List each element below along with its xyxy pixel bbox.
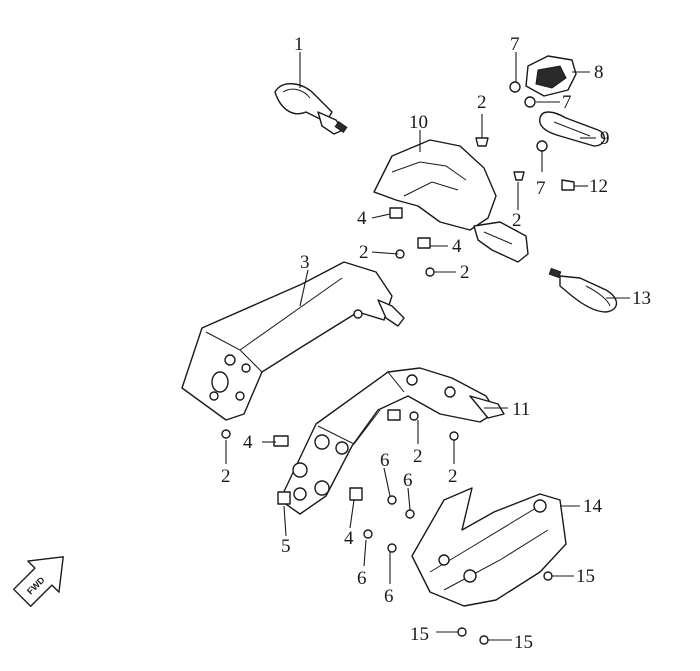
callout-12: 12: [589, 176, 608, 197]
callout-3: 3: [300, 252, 310, 273]
callout-2: 2: [448, 466, 458, 487]
callout-5: 5: [281, 536, 291, 557]
callout-4: 4: [452, 236, 462, 257]
callout-8: 8: [594, 62, 604, 83]
callout-10: 10: [409, 112, 428, 133]
callout-2: 2: [512, 210, 522, 231]
reflector: [539, 111, 605, 147]
callout-2: 2: [460, 262, 470, 283]
callout-13: 13: [632, 288, 651, 309]
callout-14: 14: [583, 496, 603, 517]
reflector-housing: [525, 55, 577, 97]
license-plate-bracket: [181, 261, 405, 421]
leader-lines: [225, 52, 630, 641]
callout-11: 11: [512, 399, 530, 420]
callout-6: 6: [403, 470, 413, 491]
callout-4: 4: [243, 432, 253, 453]
callout-9: 9: [600, 128, 610, 149]
callout-7: 7: [562, 92, 572, 113]
forward-direction-arrow: FWD: [13, 556, 64, 607]
callout-6: 6: [384, 586, 394, 607]
callout-4: 4: [344, 528, 354, 549]
callout-15: 15: [576, 566, 595, 587]
callout-2: 2: [359, 242, 369, 263]
callout-15: 15: [410, 624, 429, 645]
callout-4: 4: [357, 208, 367, 229]
callout-1: 1: [294, 34, 304, 55]
lower-rear-cover: [411, 487, 567, 607]
callout-2: 2: [221, 466, 231, 487]
callout-2: 2: [413, 446, 423, 467]
turn-signal-left: [274, 83, 348, 135]
callout-7: 7: [510, 34, 520, 55]
callout-7: 7: [536, 178, 546, 199]
callouts: 1 2 2 2 2 2 2 2 3 4 4 4 4 5 6 6 6 6 7 7 …: [221, 34, 651, 653]
turn-signal-right: [548, 267, 618, 313]
upper-fender-housing: [373, 139, 529, 263]
rear-fender-frame: [279, 367, 505, 515]
callout-6: 6: [357, 568, 367, 589]
callout-15: 15: [514, 632, 533, 653]
callout-2: 2: [477, 92, 487, 113]
callout-6: 6: [380, 450, 390, 471]
